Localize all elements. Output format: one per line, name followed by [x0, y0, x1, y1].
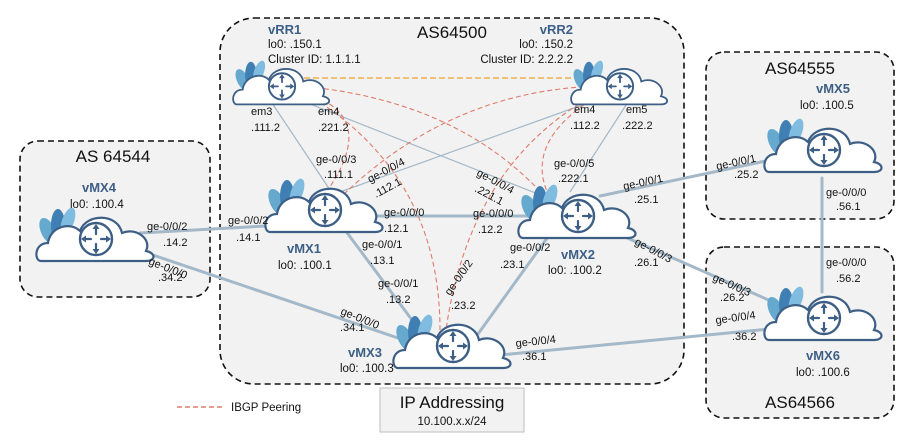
vmx2-name: vMX2 — [561, 247, 595, 262]
ip-addressing-subnet: 10.100.x.x/24 — [417, 416, 487, 428]
link-vmx1-vmx3 — [343, 228, 420, 330]
label-vmx1-ge002: ge-0/0/2 — [228, 215, 268, 227]
vrr1-cluster: Cluster ID: 1.1.1.1 — [268, 54, 361, 66]
label-vmx2-ge002-ip: .23.1 — [500, 259, 524, 271]
vmx5-lo0: lo0: .100.5 — [800, 100, 854, 112]
label-vmx3-ge004-ip: .36.1 — [522, 351, 546, 363]
vmx1-lo0: lo0: .100.1 — [278, 260, 332, 272]
label-vmx2-ge005-ip: .222.1 — [558, 173, 589, 185]
vmx3-lo0: lo0: .100.3 — [340, 363, 394, 375]
label-vmx3-ge004: ge-0/0/4 — [515, 334, 556, 350]
label-vmx1-ge003-ip: .111.1 — [324, 169, 353, 181]
vmx6-lo0: lo0: .100.6 — [796, 367, 850, 379]
link-vmx2-vmx3 — [476, 232, 552, 336]
ibgp-vrr1-vmx3 — [299, 89, 441, 331]
ibgp-vrr2-vmx3 — [445, 91, 601, 331]
ibgp-vrr2-vmx1 — [339, 85, 601, 199]
label-vmx5-ge001-ip: .25.2 — [734, 169, 758, 181]
as64500-title: AS64500 — [417, 23, 487, 42]
label-vmx4-ge002: ge-0/0/2 — [147, 221, 187, 233]
label-vmx6-ge000-ip: .56.2 — [836, 273, 860, 285]
physical-links — [136, 156, 824, 357]
vrr1-lo0: lo0: .150.1 — [268, 39, 322, 51]
rr-links — [269, 99, 629, 199]
as64544-title: AS 64544 — [76, 147, 151, 166]
label-vrr1-em3: em3 — [251, 106, 272, 118]
link-vrr2-vmx2 — [569, 101, 629, 193]
label-vmx3-ge001-ip: .13.2 — [386, 294, 410, 306]
label-vmx1-ge000-ip: .12.1 — [384, 223, 408, 235]
ibgp-vrr1-vmx2 — [299, 85, 549, 201]
label-vmx5-ge000-ip: .56.1 — [836, 201, 860, 213]
as64555-title: AS64555 — [765, 59, 835, 78]
vmx1-name: vMX1 — [287, 241, 321, 256]
vmx5-name: vMX5 — [816, 81, 850, 96]
ibgp-vrr1-vmx1 — [291, 89, 350, 199]
label-vrr1-em4: em4 — [318, 106, 339, 118]
vmx4-lo0: lo0: .100.4 — [70, 199, 124, 211]
label-vmx3-ge000-ip: .34.1 — [340, 322, 364, 334]
label-vmx4-ge000-ip: .34.2 — [158, 272, 182, 284]
label-vmx3-ge002-ip: .23.2 — [451, 300, 475, 312]
label-vmx2-ge005: ge-0/0/5 — [554, 158, 594, 170]
legend-ibgp-label: IBGP Peering — [231, 402, 301, 414]
as64566-title: AS64566 — [765, 393, 835, 412]
label-vmx1-ge001: ge-0/0/1 — [362, 239, 402, 251]
label-vmx4-ge002-ip: .14.2 — [163, 237, 187, 249]
label-vrr2-em4: em4 — [574, 104, 595, 116]
label-vmx1-ge000: ge-0/0/0 — [384, 207, 424, 219]
link-vrr1-vmx2 — [299, 99, 549, 199]
vmx2-lo0: lo0: .100.2 — [548, 265, 602, 277]
vrr2-name: vRR2 — [540, 22, 573, 37]
label-vrr2-em5-ip: .222.2 — [622, 120, 653, 132]
vmx6-name: vMX6 — [806, 348, 840, 363]
vrr1-name: vRR1 — [268, 22, 301, 37]
label-vmx2-ge003-ip: .26.1 — [634, 257, 658, 269]
label-vmx1-ge001-ip: .13.1 — [370, 255, 394, 267]
label-vrr1-em3-ip: .111.2 — [251, 122, 280, 134]
ip-addressing-box — [379, 387, 525, 433]
link-vmx4-vmx1 — [138, 223, 286, 235]
vrr2-lo0: lo0: .150.2 — [519, 39, 573, 51]
label-vmx6-ge003-ip: .26.2 — [720, 292, 744, 304]
vrr2-cluster: Cluster ID: 2.2.2.2 — [480, 54, 573, 66]
link-vmx4-vmx3 — [136, 248, 400, 340]
ip-addressing-title: IP Addressing — [400, 393, 505, 412]
label-vmx3-ge001: ge-0/0/1 — [378, 278, 418, 290]
label-vmx2-ge001-ip: .25.1 — [634, 194, 658, 206]
label-vmx1-ge002-ip: .14.1 — [236, 232, 260, 244]
link-vmx2-vmx5 — [598, 156, 782, 198]
label-vmx1-ge003: ge-0/0/3 — [316, 154, 356, 166]
link-vmx2-vmx6 — [598, 224, 782, 307]
link-vrr1-vmx1 — [269, 99, 331, 191]
label-vmx6-ge004-ip: .36.2 — [732, 331, 756, 343]
label-vrr2-em4-ip: .112.2 — [570, 120, 600, 132]
vmx4-name: vMX4 — [82, 180, 117, 195]
label-vmx2-ge000: ge-0/0/0 — [473, 208, 513, 220]
label-vrr2-em5: em5 — [626, 104, 647, 116]
label-vrr1-em4-ip: .221.2 — [318, 122, 349, 134]
link-vmx3-vmx6 — [498, 326, 782, 357]
link-vrr2-vmx1 — [339, 99, 597, 193]
label-vmx2-ge002: ge-0/0/2 — [510, 242, 550, 254]
label-vmx5-ge000: ge-0/0/0 — [826, 187, 866, 199]
label-vmx6-ge000: ge-0/0/0 — [826, 257, 866, 269]
vmx3-name: vMX3 — [348, 345, 382, 360]
label-vmx6-ge004: ge-0/0/4 — [715, 309, 757, 327]
label-vmx2-ge000-ip: .12.2 — [478, 224, 502, 236]
